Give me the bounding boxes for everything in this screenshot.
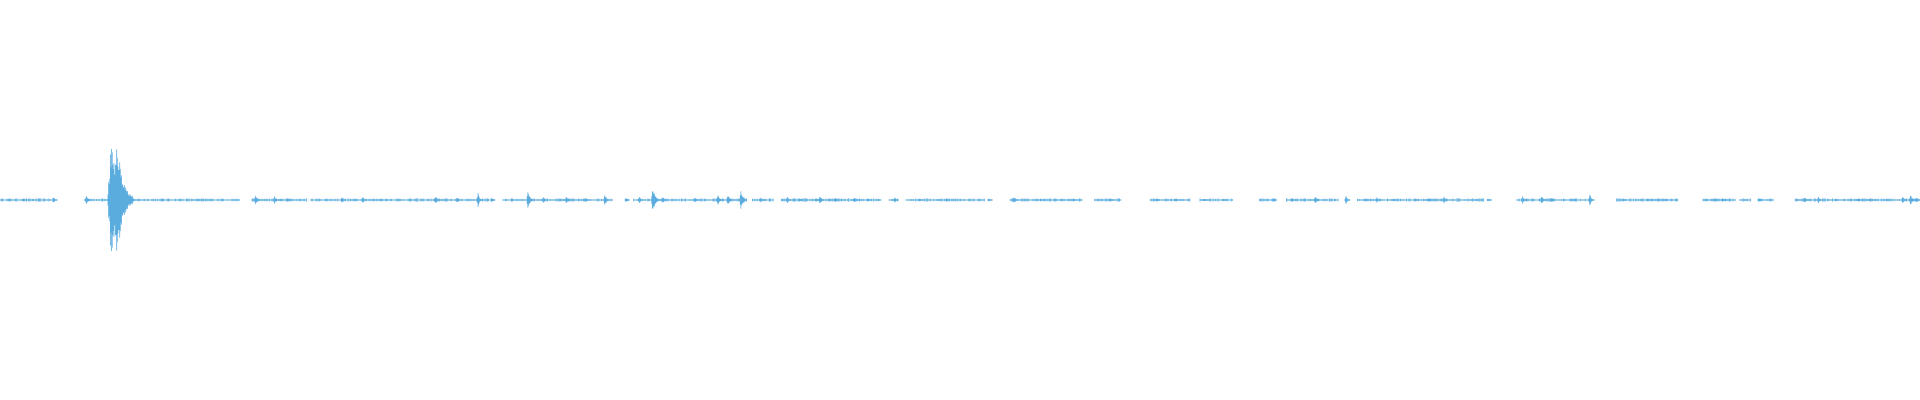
waveform-peak [1072, 198, 1077, 202]
waveform-peak [584, 198, 590, 202]
waveform-peak [1540, 197, 1546, 203]
waveform-peak [1834, 198, 1840, 202]
waveform-peak [1588, 194, 1595, 206]
waveform-peak [1713, 198, 1719, 202]
waveform-segment [1094, 198, 1122, 202]
waveform-peak [1154, 198, 1160, 202]
waveform-peak [987, 198, 993, 202]
waveform-peak [797, 198, 803, 202]
waveform-peak [1442, 196, 1449, 204]
waveform-peak [1375, 197, 1381, 203]
waveform-segment [0, 198, 54, 202]
waveform-peak [253, 195, 261, 205]
waveform-peak [866, 198, 872, 202]
waveform-peak [1486, 198, 1492, 202]
waveform-peak [1720, 198, 1726, 202]
waveform-peak [1908, 195, 1916, 205]
waveform-peak [945, 198, 951, 202]
waveform-peak [785, 196, 792, 204]
waveform-peak [476, 193, 483, 207]
waveform-segment [310, 198, 490, 202]
waveform-peak [564, 197, 571, 203]
waveform-peak [434, 197, 440, 203]
waveform-peak [340, 197, 346, 203]
waveform-peak [726, 196, 733, 204]
waveform-peak [112, 149, 134, 251]
waveform-peak [1646, 198, 1652, 202]
waveform-peak [1550, 198, 1556, 202]
waveform-peak [526, 192, 534, 208]
waveform-peak [833, 198, 839, 202]
waveform-peak [1108, 198, 1114, 202]
waveform-peak [1313, 197, 1320, 203]
waveform-peak [1901, 197, 1907, 203]
waveform-peak [1427, 198, 1433, 202]
waveform-peak [131, 198, 137, 202]
waveform-peak [739, 191, 747, 209]
waveform-segment [502, 198, 613, 202]
waveform-peak [1344, 196, 1351, 204]
waveform-peak [1363, 199, 1369, 201]
waveform-peak [1569, 198, 1575, 202]
waveform-peak [853, 198, 859, 202]
waveform-peak [286, 198, 292, 202]
waveform-peak [1621, 198, 1627, 202]
waveform-peak [1271, 198, 1277, 202]
waveform-peak [1816, 197, 1823, 203]
waveform-peak [1803, 197, 1809, 203]
waveform-peak [490, 198, 496, 202]
waveform-peak [661, 197, 667, 203]
waveform-peak [918, 198, 924, 202]
waveform-peak [650, 191, 660, 209]
waveform-peak [1653, 199, 1659, 201]
waveform-segment [1516, 198, 1594, 202]
waveform-segment [1009, 198, 1083, 202]
waveform-peak [52, 197, 58, 203]
waveform-peak [1521, 196, 1527, 204]
waveform-peak [1757, 198, 1763, 202]
waveform-peak [893, 197, 899, 203]
waveform-peak [818, 196, 824, 204]
waveform-peak [637, 197, 644, 203]
waveform-peak [1039, 198, 1045, 202]
waveform-peak [759, 197, 764, 203]
waveform-peak [542, 197, 548, 203]
waveform-peak [378, 198, 384, 202]
waveform-peak [273, 196, 279, 204]
waveform-peak [603, 195, 610, 205]
waveform-peak [1868, 198, 1874, 202]
waveform-peak [1012, 197, 1018, 203]
waveform-peak [1202, 199, 1208, 201]
waveform-peak [1857, 198, 1863, 202]
waveform-peak [1914, 198, 1920, 202]
waveform-peak [1221, 198, 1227, 202]
waveform-peak [455, 198, 461, 202]
waveform-segment [1739, 198, 1751, 202]
waveform-peak [1413, 198, 1419, 202]
waveform-peak [1173, 198, 1179, 202]
waveform-peak [361, 197, 368, 203]
waveform-peak [21, 198, 27, 202]
waveform-peak [624, 198, 630, 202]
waveform-peak [1663, 198, 1669, 202]
waveform-segment [781, 198, 882, 202]
waveform-layer [0, 149, 1920, 251]
waveform-segment [1702, 198, 1736, 202]
waveform-peak [1290, 198, 1296, 202]
waveform-peak [716, 195, 723, 205]
waveform-peak [1392, 198, 1398, 202]
waveform-peak [693, 198, 699, 202]
waveform-peak [84, 196, 92, 204]
